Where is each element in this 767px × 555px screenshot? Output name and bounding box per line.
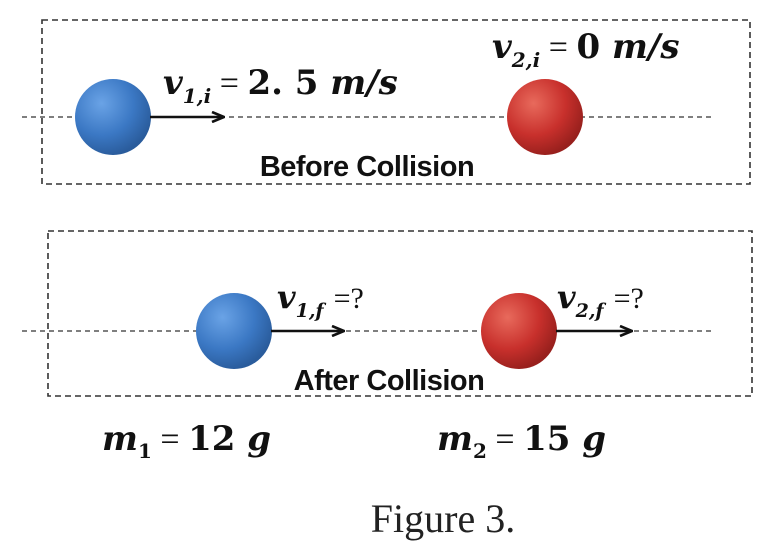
v2f-symbol: v [557, 278, 576, 316]
v1i-value: 2. 5 [247, 63, 318, 103]
m1-symbol: m [102, 419, 138, 459]
m2-equals: = [487, 421, 523, 458]
before-v1-label: v1,i = 2. 5 m/s [163, 63, 398, 108]
figure-caption: Figure 3. [371, 496, 515, 541]
after-ball-1 [196, 293, 272, 369]
m1-equals: = [152, 421, 188, 458]
before-ball-1 [75, 79, 151, 155]
after-collision-label: After Collision [294, 365, 485, 397]
v2i-value: 0 [576, 27, 600, 67]
m2-subscript: 2 [473, 439, 487, 463]
v2i-symbol: v [492, 27, 513, 67]
m2-unit: g [582, 419, 606, 459]
mass-2-label: m2 = 15 g [437, 419, 606, 463]
v2f-subscript: 2,f [575, 300, 607, 322]
after-v2-label: v2,f =? [557, 278, 644, 322]
before-ball-2 [507, 79, 583, 155]
m2-symbol: m [437, 419, 473, 459]
after-panel-border [47, 230, 753, 397]
v1i-symbol: v [163, 63, 184, 103]
m2-value: 15 [523, 419, 570, 459]
v2i-unit: m/s [612, 27, 680, 67]
v2i-subscript: 2,i [511, 48, 540, 72]
before-v2-label: v2,i = 0 m/s [492, 27, 680, 72]
before-panel-border [41, 19, 751, 185]
v2i-equals: = [540, 29, 576, 66]
v1i-subscript: 1,i [183, 84, 211, 108]
v1i-equals: = [211, 65, 247, 102]
before-collision-label: Before Collision [260, 151, 474, 183]
v1f-rest: =? [334, 282, 364, 315]
mass-1-label: m1 = 12 g [102, 419, 271, 463]
m1-subscript: 1 [138, 439, 152, 463]
after-panel: v1,f=? v2,f=? After Collision [22, 230, 753, 397]
before-panel: v1,i = 2. 5 m/s v2,i = 0 m/s Before Coll… [22, 19, 751, 185]
v1i-unit: m/s [330, 63, 398, 103]
v1f-subscript: 1,f [296, 300, 327, 322]
m1-unit: g [247, 419, 271, 459]
after-ball-2 [481, 293, 557, 369]
after-v1-label: v1,f =? [277, 278, 364, 322]
v2f-rest: =? [614, 282, 644, 315]
m1-value: 12 [188, 419, 235, 459]
v1f-symbol: v [277, 278, 296, 316]
